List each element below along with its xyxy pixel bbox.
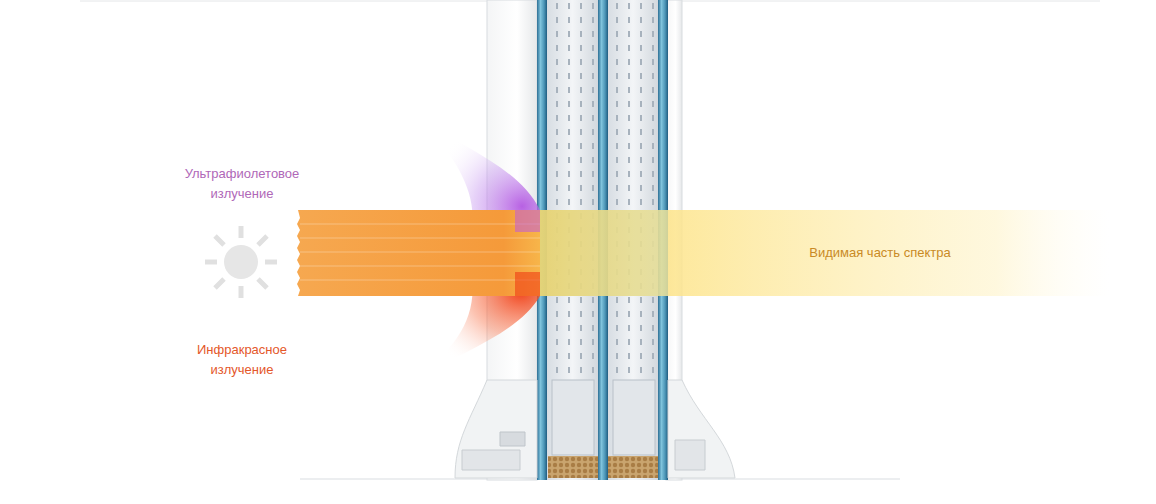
ir-label: Инфракрасное излучение [177, 340, 307, 380]
visible-label: Видимая часть спектра [780, 243, 980, 263]
uv-label: Ультрафиолетовое излучение [167, 164, 317, 204]
sun-icon [205, 226, 277, 298]
